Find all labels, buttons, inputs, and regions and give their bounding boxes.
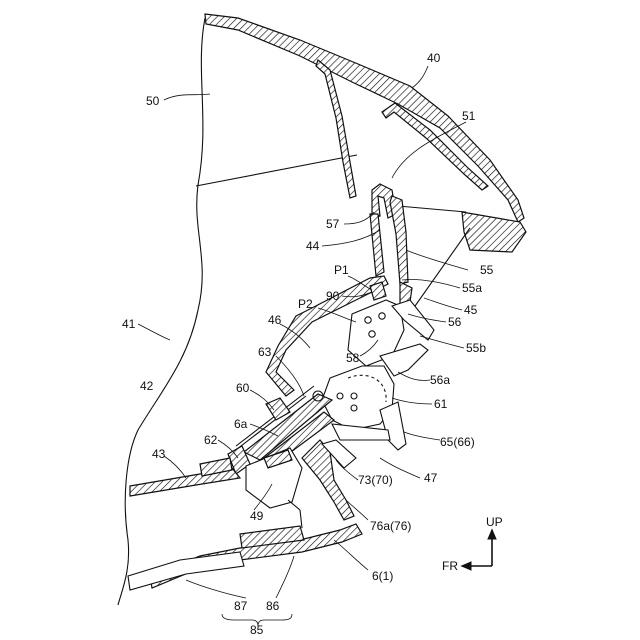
label-51: 51 [462,109,476,123]
vertical-panel-left [370,214,384,276]
label-58: 58 [346,351,360,365]
label-P1: P1 [334,263,349,277]
leader-43 [164,456,186,478]
cowl-bottom-line [398,206,466,212]
label-65: 65(66) [440,435,475,449]
leader-65 [404,432,440,440]
label-6: 6(1) [372,569,393,583]
label-50: 50 [146,94,160,108]
label-FR: FR [442,559,458,573]
label-6a: 6a [234,417,248,431]
lower-duct [128,552,244,590]
label-49: 49 [250,509,264,523]
label-55: 55 [480,263,494,277]
label-43: 43 [152,447,166,461]
label-56a: 56a [430,373,450,387]
upper-cowl-panel [205,14,524,222]
label-UP: UP [486,515,503,529]
leader-87 [186,580,246,598]
label-61: 61 [434,397,448,411]
label-46: 46 [268,313,282,327]
body-separator-line [196,155,357,186]
label-85: 85 [250,623,264,637]
label-P2: P2 [298,297,313,311]
label-57: 57 [326,217,340,231]
leader-50 [164,94,210,100]
leader-55 [406,250,468,270]
leader-56a [398,372,430,381]
lower-panel-edge [300,510,302,528]
lower-panel-edge-2 [288,500,300,510]
label-56: 56 [448,315,462,329]
side-panel-60 [266,398,290,420]
bracket-65 [380,402,406,450]
label-47: 47 [424,471,438,485]
leader-55b [420,336,464,348]
label-44: 44 [306,239,320,253]
leader-86 [276,556,294,598]
label-45: 45 [464,303,478,317]
label-55a: 55a [462,281,482,295]
label-55b: 55b [466,341,486,355]
label-62: 62 [204,433,218,447]
label-60: 60 [236,381,250,395]
leader-6 [334,540,368,570]
leader-41 [138,324,170,340]
label-40: 40 [427,51,441,65]
leader-45 [424,298,462,310]
leader-40 [412,66,428,88]
label-86: 86 [266,599,280,613]
label-42: 42 [140,379,154,393]
vertical-panel [390,196,408,284]
label-76a: 76a(76) [370,519,411,533]
label-87: 87 [234,599,248,613]
label-41: 41 [122,317,136,331]
rider-outline [118,18,205,605]
label-73: 73(70) [358,473,393,487]
label-90: 90 [326,289,340,303]
label-63: 63 [258,345,272,359]
